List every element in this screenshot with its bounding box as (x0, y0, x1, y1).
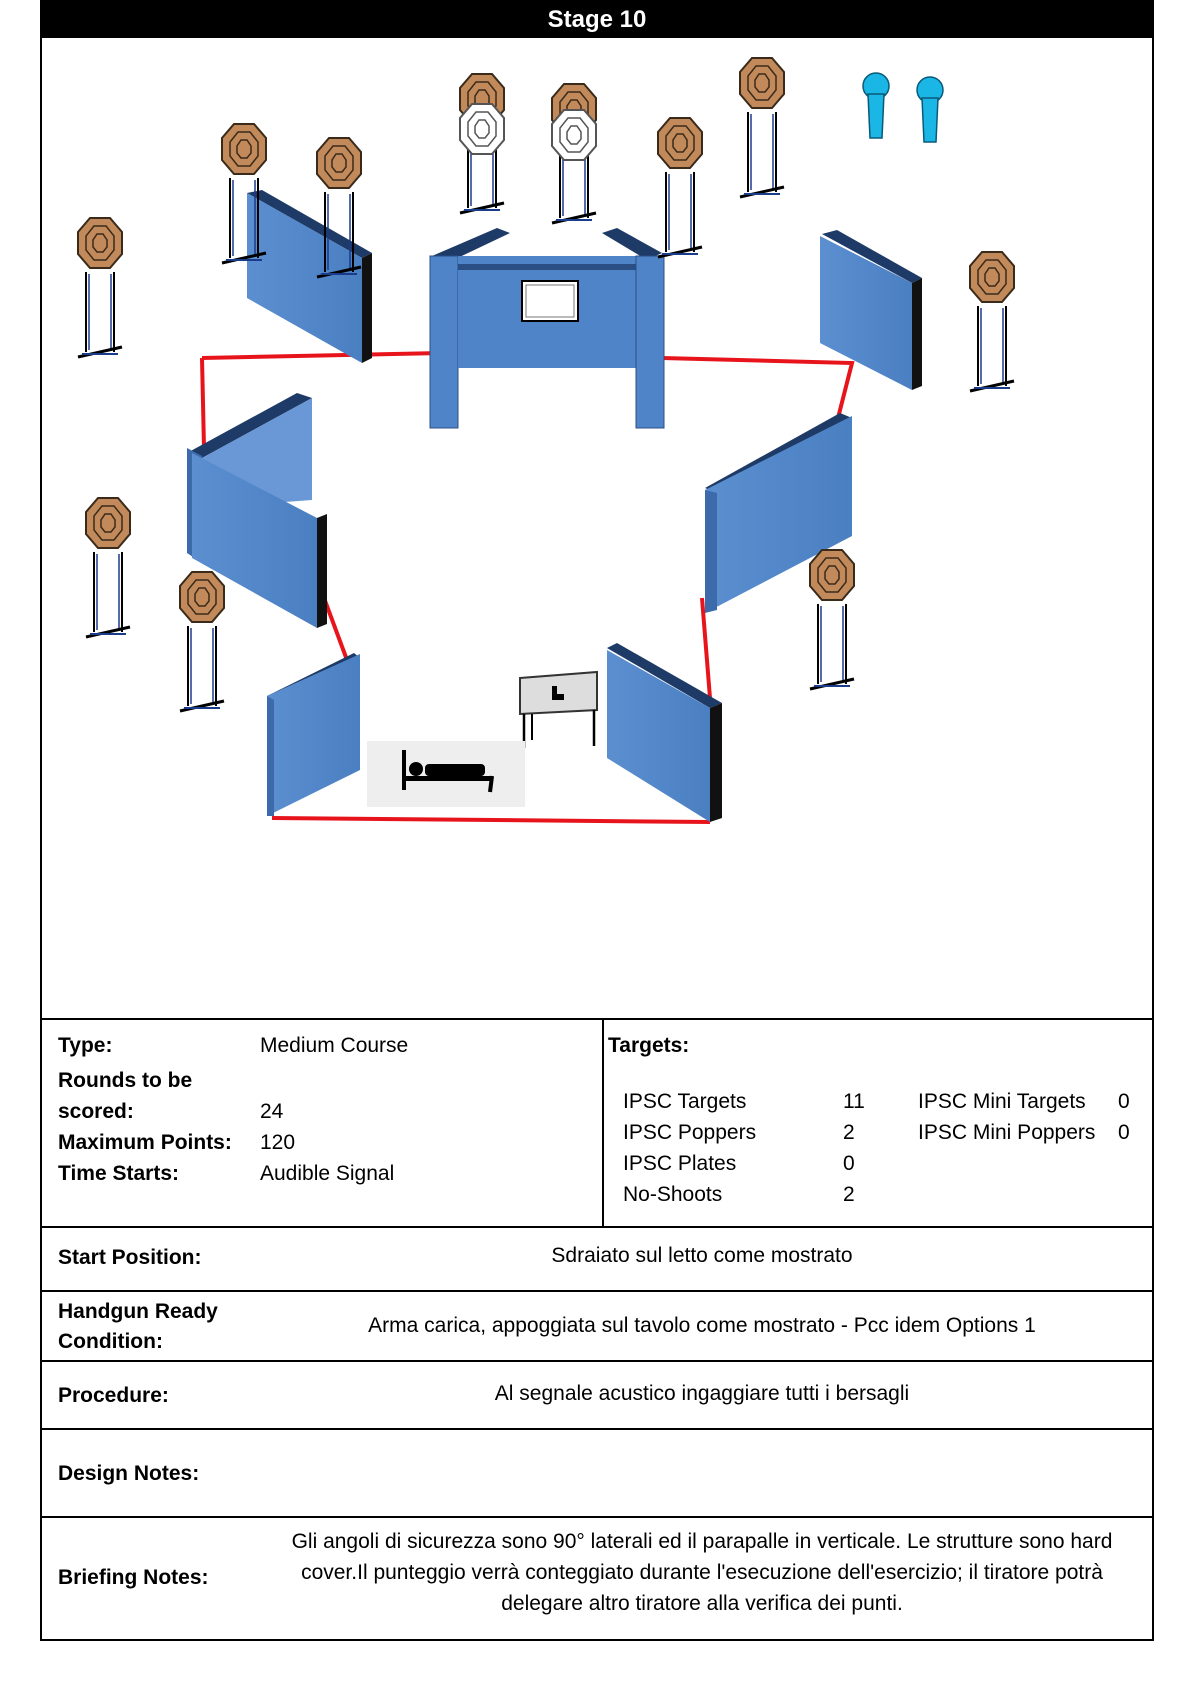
ready-condition-row: Handgun Ready Condition: Arma carica, ap… (42, 1290, 1152, 1360)
max-points-label: Maximum Points: (58, 1131, 232, 1154)
procedure-label: Procedure: (58, 1384, 169, 1407)
stage-sheet: Stage 10 (40, 0, 1154, 1641)
type-value: Medium Course (260, 1034, 409, 1057)
time-starts-label: Time Starts: (58, 1162, 179, 1185)
briefing-notes-row: Briefing Notes: Gli angoli di sicurezza … (42, 1516, 1152, 1639)
popper-icon (916, 76, 944, 143)
person-icon (409, 762, 485, 776)
briefing-notes-line3: delegare altro tiratore alla verifica de… (501, 1592, 903, 1615)
stage-diagram-svg (76, 56, 1016, 824)
wall (187, 393, 327, 628)
briefing-notes-line1: Gli angoli di sicurezza sono 90° lateral… (291, 1530, 1113, 1553)
handgun-icon (552, 686, 564, 700)
rounds-label-line1: Rounds to be (58, 1069, 193, 1092)
table-row: IPSC Targets 11 (623, 1086, 865, 1117)
targets-table-right: IPSC Mini Targets 0 IPSC Mini Poppers 0 (918, 1086, 1130, 1148)
table-row: IPSC Plates 0 (623, 1148, 865, 1179)
wall (820, 230, 922, 390)
target-count: 2 (843, 1182, 855, 1206)
target-count: 2 (843, 1120, 855, 1144)
target-count: 0 (843, 1151, 855, 1175)
ipsc-target-icon (968, 250, 1016, 393)
rounds-value: 24 (260, 1100, 284, 1123)
start-position-label: Start Position: (58, 1246, 202, 1269)
stage-title: Stage 10 (42, 0, 1152, 38)
design-notes-label: Design Notes: (58, 1462, 200, 1485)
briefing-notes-label: Briefing Notes: (58, 1566, 209, 1589)
target-type: No-Shoots (623, 1182, 723, 1206)
design-notes-row: Design Notes: (42, 1428, 1152, 1516)
ipsc-target-icon (738, 56, 786, 199)
table-row: IPSC Poppers 2 (623, 1117, 865, 1148)
wall (429, 228, 665, 429)
targets-table-left: IPSC Targets 11 IPSC Poppers 2 IPSC Plat… (623, 1086, 865, 1210)
ipsc-target-icon (76, 216, 124, 359)
max-points-value: 120 (260, 1131, 296, 1154)
targets-label: Targets: (608, 1034, 690, 1057)
stage-diagram (42, 38, 1152, 1018)
target-type: IPSC Targets (623, 1089, 747, 1113)
stage-info-section: Type: Medium Course Rounds to be scored:… (42, 1018, 1152, 1226)
wall (267, 653, 360, 816)
target-type: IPSC Mini Targets (918, 1089, 1086, 1113)
table-row: IPSC Mini Targets 0 (918, 1086, 1130, 1117)
wall (247, 190, 372, 363)
ipsc-target-icon (656, 116, 704, 259)
no-shoot-icon (551, 109, 597, 161)
start-position-value: Sdraiato sul letto come mostrato (551, 1244, 853, 1267)
wall (607, 643, 722, 822)
ipsc-target-icon (84, 496, 132, 639)
procedure-value: Al segnale acustico ingaggiare tutti i b… (494, 1382, 910, 1405)
wall (705, 413, 852, 613)
target-type: IPSC Mini Poppers (918, 1120, 1096, 1144)
divider (602, 1020, 604, 1226)
procedure-row: Procedure: Al segnale acustico ingaggiar… (42, 1360, 1152, 1428)
target-count: 0 (1118, 1120, 1130, 1144)
ipsc-target-icon (178, 570, 226, 713)
target-count: 0 (1118, 1089, 1130, 1113)
table-row: No-Shoots 2 (623, 1179, 865, 1210)
ipsc-target-icon (808, 548, 856, 691)
no-shoot-icon (459, 103, 505, 155)
briefing-notes-line2: cover.Il punteggio verrà conteggiato dur… (301, 1561, 1103, 1584)
fault-line (200, 351, 855, 824)
type-label: Type: (58, 1034, 113, 1057)
table-row: IPSC Mini Poppers 0 (918, 1117, 1130, 1148)
target-count: 11 (843, 1089, 865, 1113)
rounds-label-line2: scored: (58, 1100, 134, 1123)
ready-condition-value: Arma carica, appoggiata sul tavolo come … (368, 1314, 1036, 1337)
target-type: IPSC Plates (623, 1151, 737, 1175)
ready-condition-label-line1: Handgun Ready (58, 1300, 218, 1323)
table (519, 670, 598, 748)
popper-icon (862, 72, 890, 139)
ready-condition-label-line2: Condition: (58, 1330, 163, 1353)
time-starts-value: Audible Signal (260, 1162, 395, 1185)
start-position-row: Start Position: Sdraiato sul letto come … (42, 1226, 1152, 1290)
target-type: IPSC Poppers (623, 1120, 757, 1144)
